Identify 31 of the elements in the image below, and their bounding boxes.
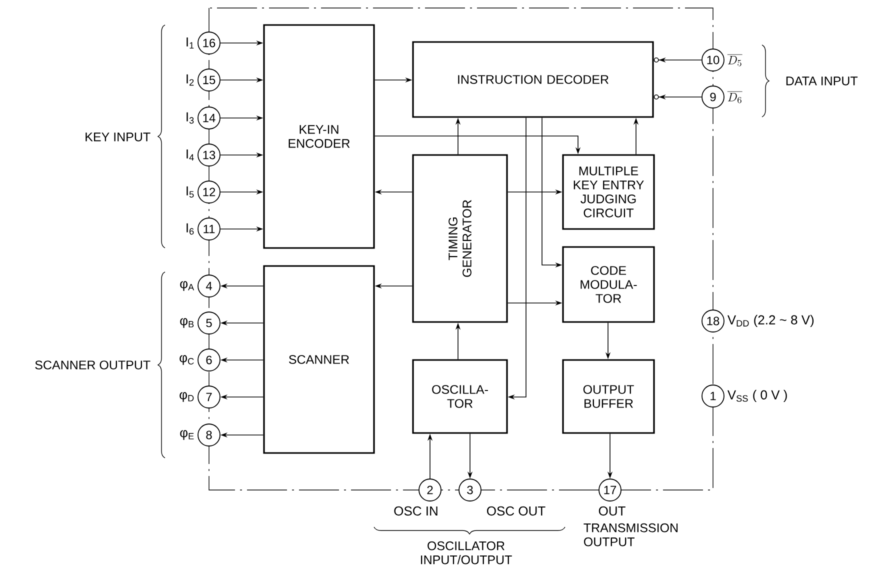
- pin-label: $\overline{D_{5}}$: [727, 54, 742, 66]
- pin-label: OSC IN: [394, 506, 438, 516]
- pin-label: $\overline{D_{6}}$: [727, 92, 742, 104]
- block-box: CODE MODULA- TOR: [562, 246, 655, 323]
- pin-label: I$_{3}$: [186, 112, 194, 124]
- group-label: DATA INPUT: [786, 76, 858, 86]
- pin-label: I$_{5}$: [186, 186, 194, 198]
- block-box: MULTIPLE KEY ENTRY JUDGING CIRCUIT: [562, 154, 655, 230]
- group-label: TRANSMISSION OUTPUT: [584, 523, 678, 546]
- pin-label: φ$_{C}$: [180, 355, 194, 365]
- group-label: SCANNER OUTPUT: [35, 360, 150, 370]
- block-box: OUTPUT BUFFER: [562, 359, 655, 434]
- pin-label: I$_{4}$: [186, 149, 194, 161]
- pin-label: OSC OUT: [487, 506, 546, 516]
- block-box: SCANNER: [263, 265, 375, 454]
- pin-label: I$_{6}$: [186, 223, 194, 235]
- pin-label: φ$_{E}$: [180, 430, 194, 440]
- pin-label: OUT: [598, 506, 626, 516]
- block-box: KEY-IN ENCODER: [263, 24, 375, 249]
- block-box: OSCILLA- TOR: [412, 359, 508, 434]
- pin-label: φ$_{A}$: [180, 281, 194, 291]
- pin-label: φ$_{D}$: [180, 392, 194, 402]
- pin-label: I$_{2}$: [186, 74, 194, 86]
- pin-label: V$_{SS}$ ( 0 V ): [727, 390, 787, 402]
- block-box: TIMING GENERATOR: [412, 154, 508, 323]
- block-box: INSTRUCTION DECODER: [412, 41, 654, 118]
- pin-label: φ$_{B}$: [180, 318, 194, 328]
- group-label: KEY INPUT: [86, 132, 150, 142]
- pin-label: V$_{DD}$ (2.2 ~ 8 V): [727, 314, 814, 328]
- group-label: OSCILLATOR INPUT/OUTPUT: [421, 541, 512, 564]
- pin-label: I$_{1}$: [186, 37, 194, 49]
